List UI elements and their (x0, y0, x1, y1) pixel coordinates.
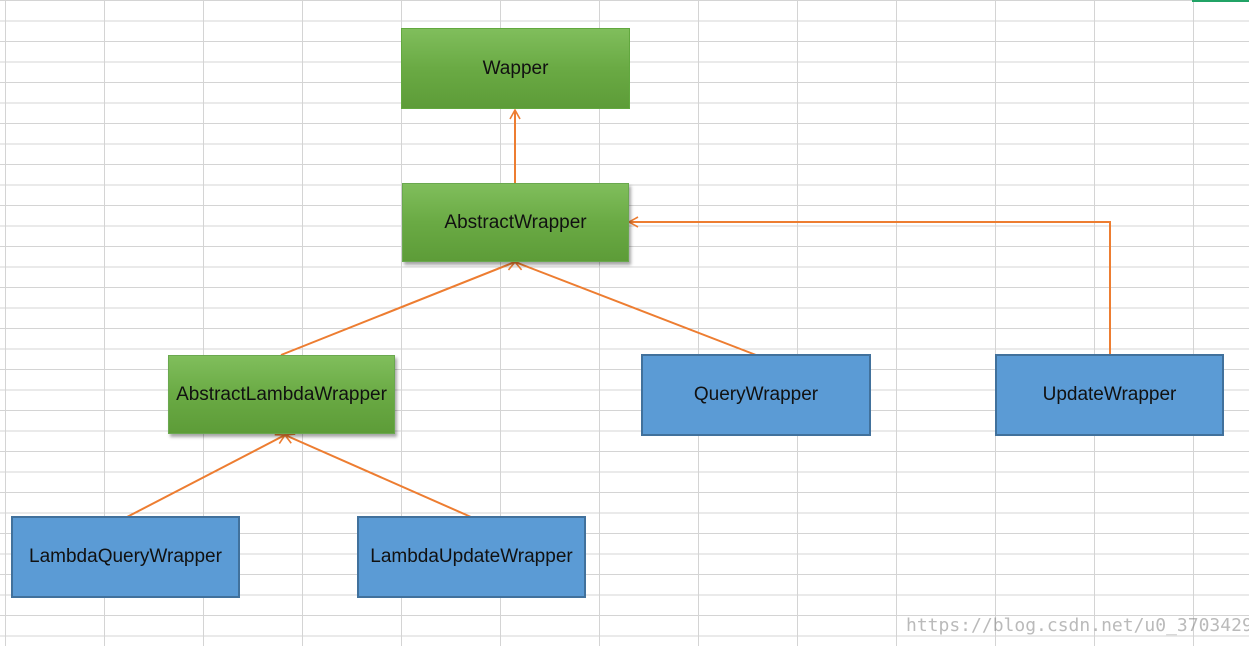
abstract-wrapper-label: AbstractWrapper (444, 211, 587, 233)
edge-abstractlambdawrapper-to-abstractwrapper (280, 259, 517, 356)
lambda-query-wrapper-node[interactable]: LambdaQueryWrapper (11, 516, 240, 598)
selected-cell-marker (1192, 0, 1249, 2)
update-wrapper-label: UpdateWrapper (1042, 384, 1177, 405)
source-watermark: https://blog.csdn.net/u0_37034294 (906, 615, 1249, 636)
lambda-update-wrapper-node[interactable]: LambdaUpdateWrapper (357, 516, 586, 598)
edge-lambdaupdatewrapper-to-abstractlambdawrapper (283, 433, 472, 518)
query-wrapper-label: QueryWrapper (693, 384, 819, 405)
update-wrapper-node[interactable]: UpdateWrapper (995, 354, 1224, 436)
edge-querywrapper-to-abstractwrapper (513, 259, 757, 356)
abstract-wrapper-node[interactable]: AbstractWrapper (402, 183, 629, 262)
edge-updatewrapper-to-abstractwrapper (627, 216, 1111, 355)
lambda-update-wrapper-label: LambdaUpdateWrapper (370, 546, 573, 567)
edge-lambdaquerywrapper-to-abstractlambdawrapper (126, 433, 287, 518)
wapper-label: Wapper (482, 57, 549, 79)
lambda-query-wrapper-label: LambdaQueryWrapper (29, 546, 222, 567)
abstract-lambda-wrapper-node[interactable]: AbstractLambdaWrapper (168, 355, 395, 434)
wapper-node[interactable]: Wapper (401, 28, 630, 109)
query-wrapper-node[interactable]: QueryWrapper (641, 354, 871, 436)
abstract-lambda-wrapper-label: AbstractLambdaWrapper (176, 383, 387, 405)
